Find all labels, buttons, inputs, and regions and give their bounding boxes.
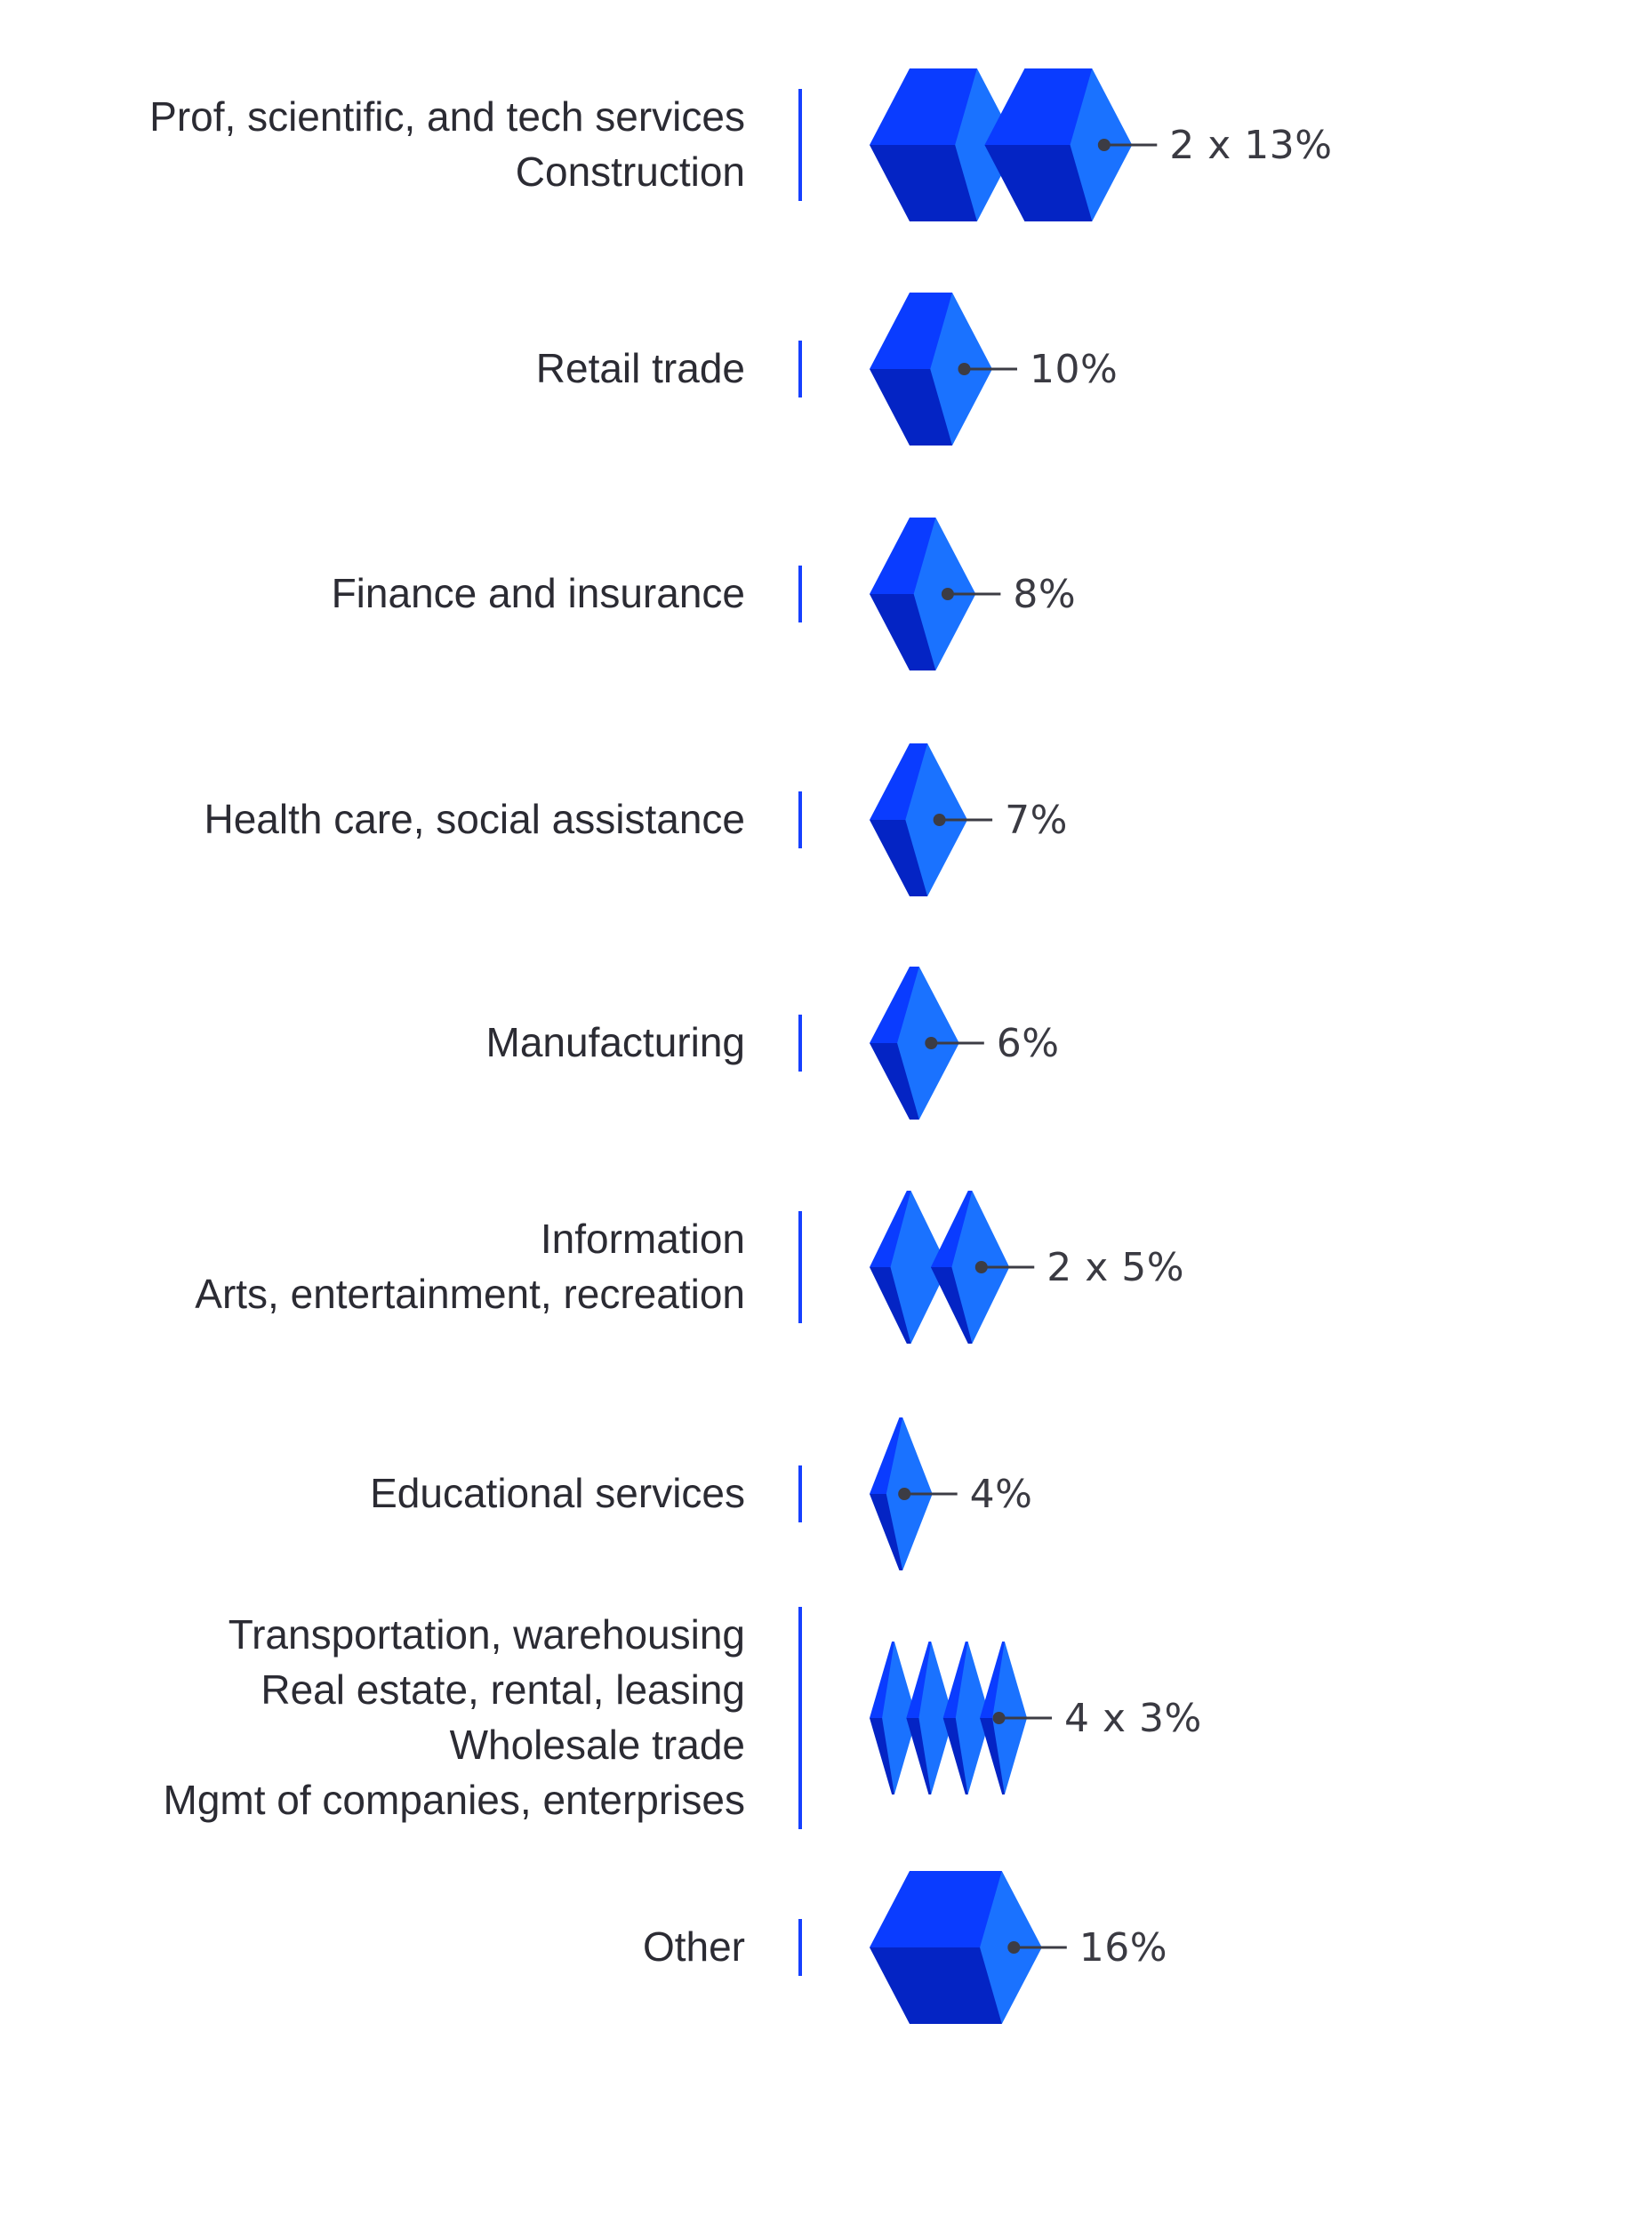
data-block (906, 1642, 954, 1794)
block-bottom-face (870, 1947, 1002, 2024)
block-side-face (890, 1191, 949, 1344)
category-label: Transportation, warehousing (229, 1611, 745, 1658)
leader-dot (974, 1261, 988, 1273)
category-label: Information (541, 1216, 745, 1262)
block-bottom-face (870, 145, 977, 221)
chart-row: Prof, scientific, and tech servicesConst… (149, 68, 1332, 221)
chart-row: Finance and insurance 8% (332, 518, 1076, 670)
row-divider (798, 1607, 802, 1829)
row-divider (798, 1015, 802, 1072)
category-label: Finance and insurance (332, 570, 745, 616)
row-divider (798, 1919, 802, 1976)
chart-row: Retail trade 10% (536, 293, 1118, 446)
category-label: Manufacturing (486, 1019, 746, 1065)
chart-row: Other 16% (643, 1871, 1167, 2024)
value-label: 2 x 13% (1169, 123, 1332, 168)
block-side-face (918, 1642, 954, 1794)
block-side-face (955, 1642, 990, 1794)
data-block (870, 1642, 918, 1794)
leader-dot (1097, 139, 1111, 151)
chart-row: Health care, social assistance 7% (204, 743, 1067, 896)
value-label: 4% (970, 1472, 1033, 1517)
leader-dot (933, 814, 946, 826)
leader-dot (941, 588, 954, 600)
value-label: 4 x 3% (1064, 1696, 1202, 1741)
leader-dot (898, 1488, 911, 1500)
row-divider (798, 1211, 802, 1323)
block-bottom-face (984, 145, 1093, 221)
category-label: Mgmt of companies, enterprises (164, 1777, 746, 1823)
leader-dot (992, 1712, 1006, 1724)
value-label: 2 x 5% (1047, 1245, 1184, 1290)
block-top-face (870, 293, 952, 369)
category-label: Prof, scientific, and tech services (149, 93, 745, 140)
category-label: Other (643, 1923, 745, 1970)
chart-row: Educational services 4% (370, 1417, 1032, 1570)
leader-dot (958, 363, 971, 375)
row-divider (798, 791, 802, 848)
category-label: Real estate, rental, leasing (261, 1666, 745, 1713)
value-label: 8% (1013, 572, 1076, 617)
row-divider (798, 341, 802, 397)
block-bottom-face (870, 369, 952, 446)
row-divider (798, 1465, 802, 1522)
category-label: Wholesale trade (450, 1722, 745, 1768)
value-label: 6% (997, 1021, 1060, 1066)
block-bottom-face (870, 594, 936, 670)
block-side-face (882, 1642, 918, 1794)
data-block (870, 68, 1017, 221)
category-label: Health care, social assistance (204, 796, 745, 842)
category-label: Construction (516, 149, 745, 195)
value-label: 7% (1005, 798, 1068, 843)
block-top-face (870, 518, 936, 594)
row-divider (798, 566, 802, 622)
category-label: Retail trade (536, 345, 745, 391)
block-top-face (984, 68, 1093, 145)
leader-dot (925, 1037, 938, 1049)
data-block (870, 1191, 949, 1344)
block-top-face (870, 1871, 1002, 1947)
category-label: Educational services (370, 1470, 745, 1516)
category-label: Arts, entertainment, recreation (195, 1271, 745, 1317)
value-label: 10% (1030, 347, 1118, 392)
value-label: 16% (1079, 1925, 1167, 1971)
block-top-face (870, 68, 977, 145)
data-block (942, 1642, 990, 1794)
row-divider (798, 89, 802, 201)
leader-dot (1007, 1941, 1021, 1954)
chart-rows: Prof, scientific, and tech servicesConst… (149, 68, 1332, 2024)
chart-row: Manufacturing 6% (486, 967, 1060, 1120)
